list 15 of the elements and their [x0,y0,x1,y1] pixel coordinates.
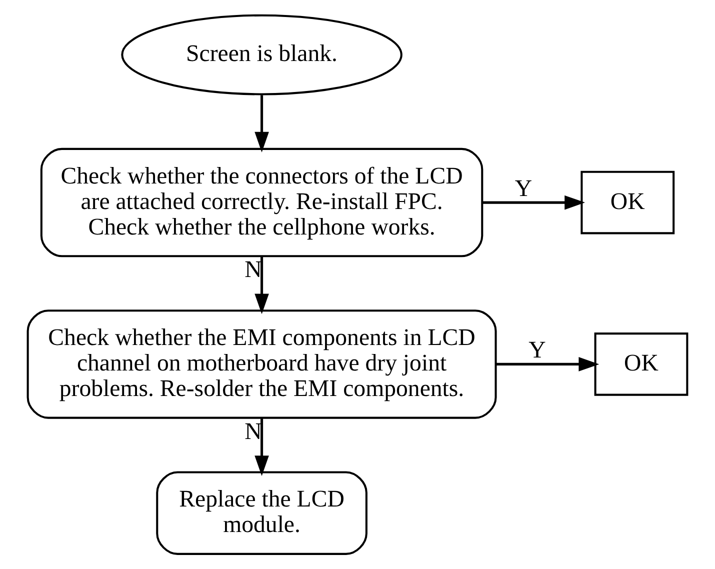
node-box: OK [594,332,688,396]
edge-label: Y [514,176,532,202]
arrow [254,95,269,152]
node-box: OK [580,170,675,234]
arrow [254,418,269,476]
edge-label: N [244,257,262,284]
edge-label: Y [528,338,546,364]
edge-label: N [244,418,262,445]
node-box: Replace the LCD module. [156,471,368,555]
node-box: Check whether the EMI components in LCD channel on motherboard have dry joint problems. Re-solder the EMI components. [26,310,497,419]
arrow [254,256,269,314]
node-ellipse: Screen is blank. [121,14,402,96]
arrow [482,195,586,210]
arrow [496,357,600,372]
node-box: Check whether the connectors of the LCD are attached correctly. Re-install FPC. Check whether the cellphone works. [40,148,484,258]
